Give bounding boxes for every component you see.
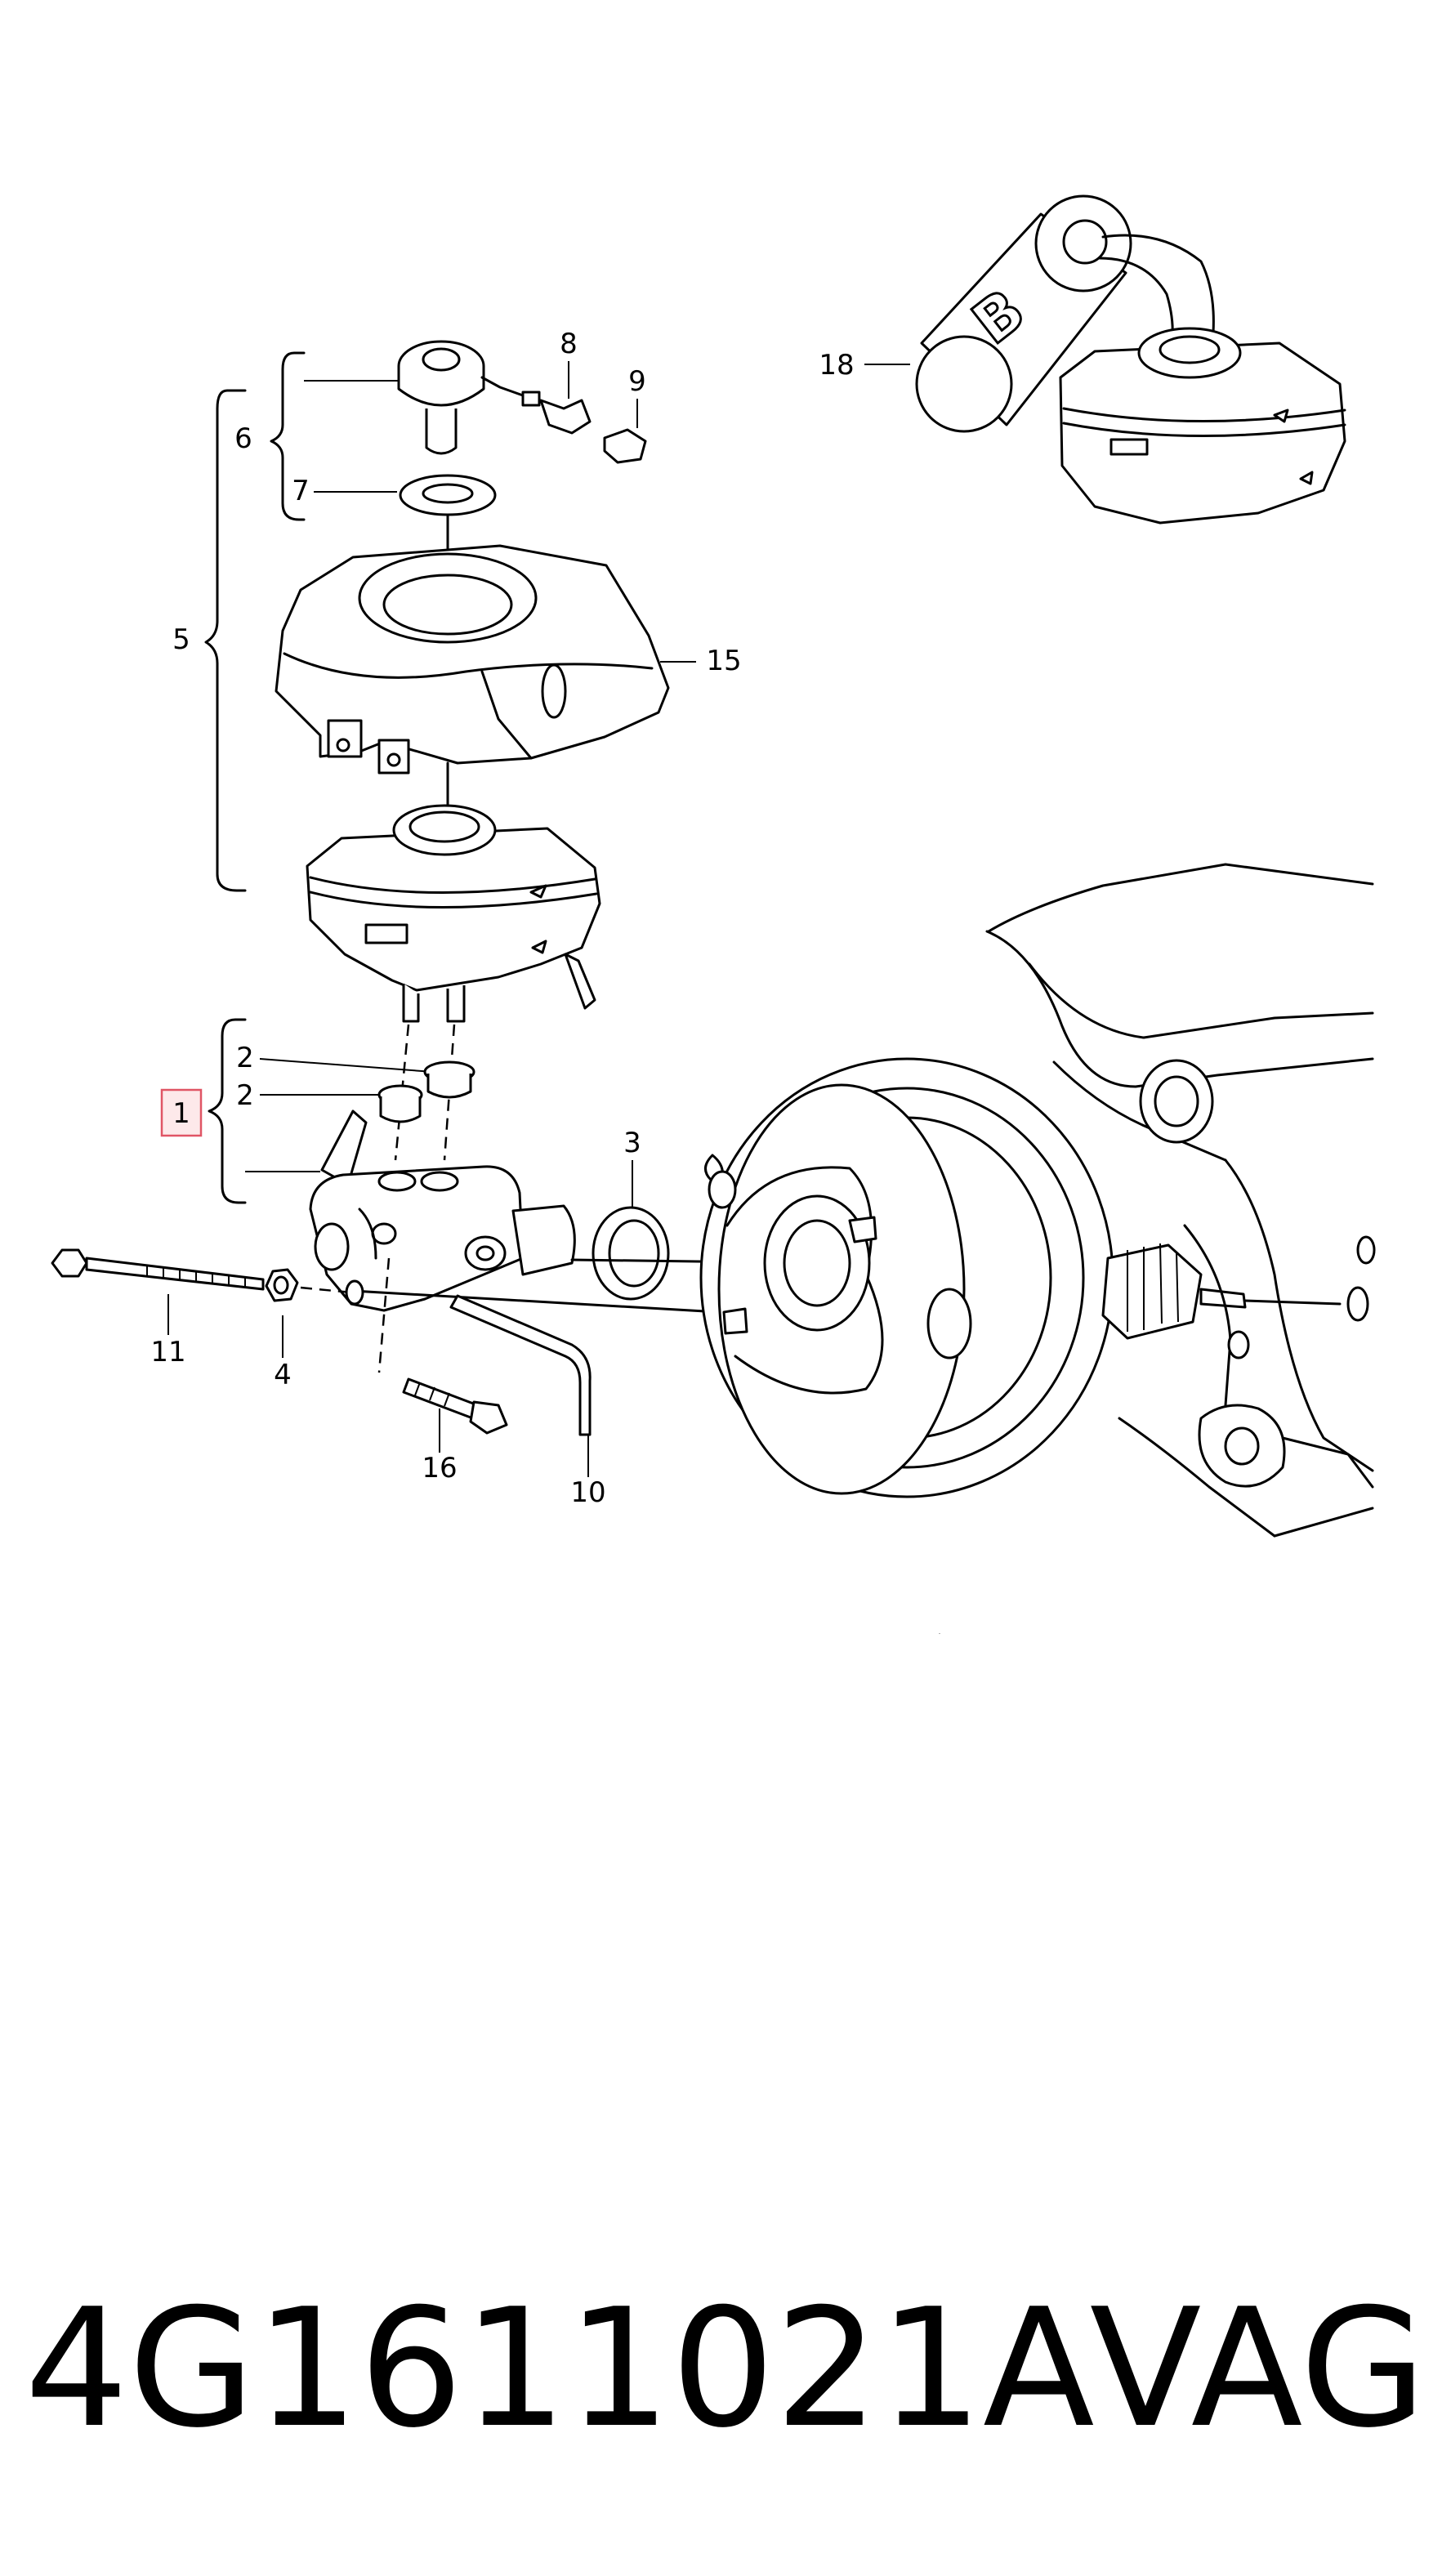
part-info-footer: 4G1611021A VAG	[25, 2279, 1426, 2459]
callout-2-upper[interactable]: 2	[236, 1042, 254, 1074]
grommet-2-upper[interactable]	[423, 1060, 475, 1099]
callout-8[interactable]: 8	[560, 328, 578, 360]
bolt-16[interactable]	[402, 1377, 508, 1435]
callout-15[interactable]: 15	[706, 645, 741, 677]
seal-ring-7[interactable]	[399, 474, 497, 516]
reservoir-cover-15[interactable]	[275, 544, 670, 775]
callout-2-lower[interactable]: 2	[236, 1079, 254, 1112]
callout-6[interactable]: 6	[234, 422, 252, 455]
grommet-2-lower[interactable]	[377, 1084, 423, 1123]
nut-4[interactable]	[265, 1268, 299, 1302]
inset-reservoir-18[interactable]: B	[915, 194, 1346, 525]
callout-5[interactable]: 5	[172, 623, 190, 656]
callout-1-label: 1	[172, 1097, 190, 1130]
brace-group-6	[270, 351, 400, 521]
callout-18[interactable]: 18	[819, 349, 854, 382]
callout-4[interactable]: 4	[274, 1359, 292, 1391]
o-ring-3[interactable]	[592, 1206, 670, 1301]
reservoir-cap-8[interactable]	[397, 340, 592, 455]
brand-name: VAG	[1089, 2274, 1426, 2464]
callout-3[interactable]: 3	[623, 1127, 641, 1159]
brace-group-1	[208, 1018, 320, 1204]
bolt-11[interactable]	[51, 1248, 265, 1291]
callout-7[interactable]: 7	[292, 475, 310, 507]
brake-booster[interactable]	[699, 1057, 1247, 1498]
connector-9[interactable]	[603, 428, 647, 464]
part-number: 4G1611021A	[25, 2274, 1095, 2464]
callout-11[interactable]: 11	[150, 1336, 185, 1368]
hex-key-10[interactable]	[449, 1294, 592, 1436]
callout-16[interactable]: 16	[422, 1452, 457, 1484]
brake-master-cylinder[interactable]	[309, 1109, 576, 1312]
vehicle-bulkhead-outline	[985, 863, 1376, 1538]
brace-group-5	[204, 389, 247, 892]
callout-10[interactable]: 10	[570, 1476, 605, 1509]
callout-9[interactable]: 9	[628, 365, 646, 398]
exploded-parts-diagram: 1 2 2 3 4 5 6 7 8 9 10 11 15 16 18	[51, 194, 1376, 1634]
callout-1[interactable]: 1	[160, 1088, 203, 1137]
brake-fluid-reservoir[interactable]	[306, 804, 601, 1023]
